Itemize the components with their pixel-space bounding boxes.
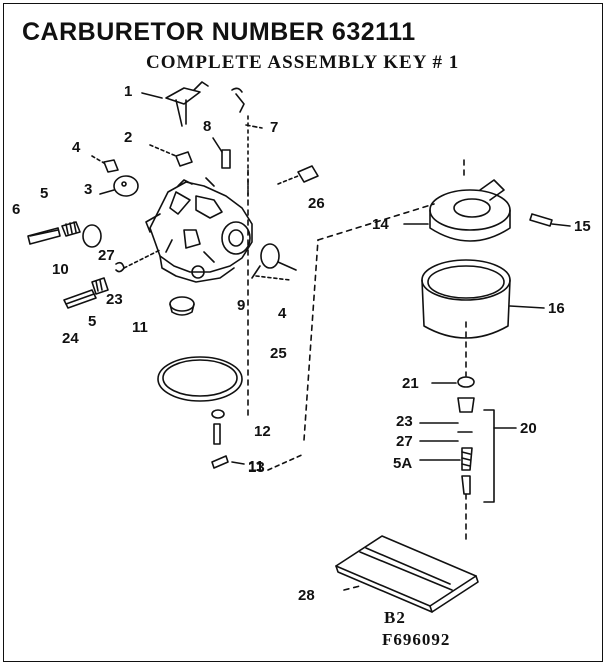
part-float-pin-15 [529,213,571,227]
callout-16: 16 [548,300,565,317]
callout-10: 10 [52,261,69,278]
part-jet-assembly-20 [419,376,517,503]
callout-15: 15 [574,218,591,235]
figure-number: F696092 [382,630,451,649]
part-float-14 [403,179,511,242]
callout-21: 21 [402,375,419,392]
diagram-title: CARBURETOR NUMBER 632111 [22,18,416,46]
part-spring-23 [91,277,109,295]
part-cup-11 [169,296,195,316]
assembly-guide-lines [247,159,467,591]
callout-5a: 5A [393,455,413,472]
callout-25: 25 [270,345,287,362]
part-seal-10 [82,224,102,248]
part-gasket-25 [157,356,243,402]
callout-28: 28 [298,587,315,604]
callout-14: 14 [372,216,389,233]
callout-27-right: 27 [396,433,413,450]
callout-23-left: 23 [106,291,123,308]
callout-4-lower: 4 [278,305,287,322]
callout-24: 24 [62,330,79,347]
callout-5-upper: 5 [40,185,49,202]
part-plate-3 [99,175,139,197]
callout-23-right: 23 [396,413,413,430]
diagram-subtitle: COMPLETE ASSEMBLY KEY # 1 [146,52,460,73]
part-spring-5-upper [61,221,81,237]
part-clip-13 [211,453,305,471]
callout-13: 13 [248,459,265,476]
part-carburetor-body [145,177,253,283]
callout-27-left: 27 [98,247,115,264]
part-idle-needle [212,87,263,201]
callout-4-upper: 4 [72,139,81,156]
callout-2: 2 [124,129,133,146]
callout-1: 1 [124,83,133,100]
part-pin-27 [115,249,161,273]
part-spring-4-upper [91,155,119,173]
callout-12: 12 [254,423,271,440]
callout-11-upper: 11 [132,319,148,336]
part-lever-9 [251,243,297,281]
callout-7: 7 [270,119,279,136]
part-needle-6 [27,227,61,245]
diagram-frame [3,3,603,662]
part-screw-24 [63,289,97,309]
reference-code: B2 [384,608,406,627]
part-needle-valve-12 [211,409,225,445]
part-float-bowl-16 [421,259,545,339]
callout-3: 3 [84,181,93,198]
callout-20: 20 [520,420,537,437]
part-screw-2 [149,144,193,167]
callout-6: 6 [12,201,21,218]
callout-5-lower: 5 [88,313,97,330]
callout-26: 26 [308,195,325,212]
callout-8: 8 [203,118,212,135]
part-throttle-shaft [141,81,209,127]
part-fitting-26 [277,165,319,185]
callout-9: 9 [237,297,246,314]
callout-11-lower: 11 [248,458,264,475]
part-kit-package-28 [335,535,479,613]
